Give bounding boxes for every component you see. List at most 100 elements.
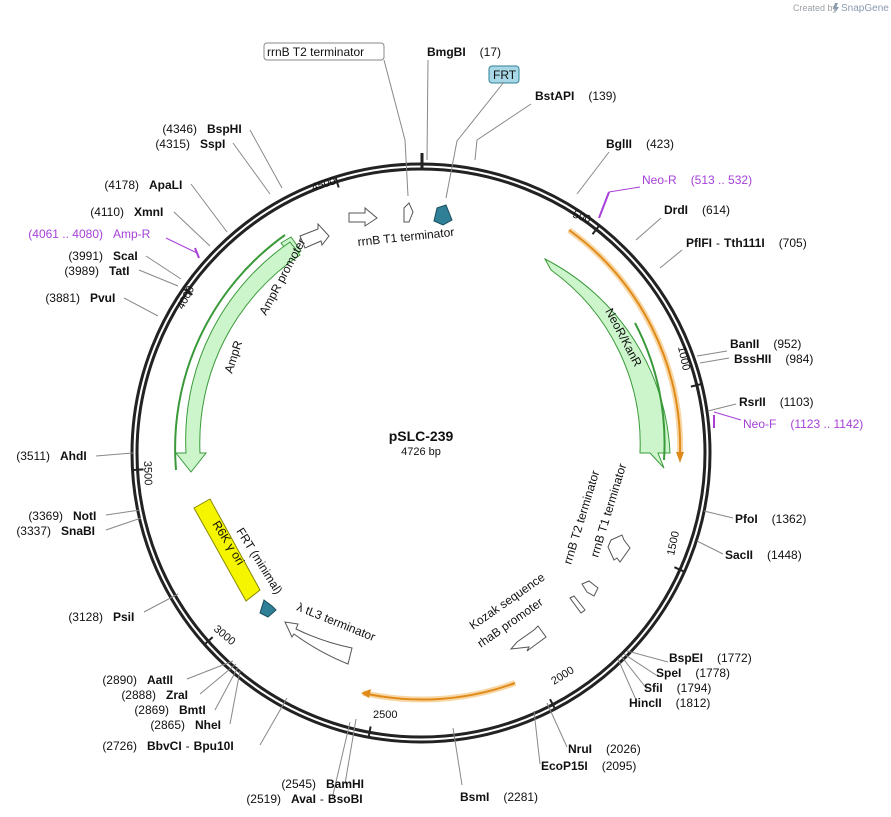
feature-label-frt[interactable]: FRT [493, 68, 517, 82]
tick-mark-1000 [690, 382, 703, 388]
site-drdi[interactable]: DrdI(614) [664, 203, 730, 217]
leader-zrai [199, 663, 237, 695]
site-ahdi[interactable]: AhdI [60, 449, 87, 463]
site-bamhi-pos: (2545) [281, 777, 316, 791]
leader-bsshii [699, 357, 730, 364]
lower-amplicon-arrowhead [361, 689, 371, 698]
tick-mark-4000 [182, 287, 193, 296]
site-scai[interactable]: ScaI [113, 249, 138, 263]
site-bsphi[interactable]: BspHI [207, 122, 242, 136]
primer-neo-f[interactable]: Neo-F(1123 .. 1142) [743, 417, 863, 431]
tick-label-3500: 3500 [141, 461, 154, 486]
site-bstapi[interactable]: BstAPI(139) [535, 89, 616, 103]
site-aatii-pos: (2890) [102, 673, 137, 687]
tick-label-1000: 1000 [675, 345, 692, 371]
leader-bspei [626, 650, 669, 663]
snapgene-credit: Created by SnapGene [793, 3, 889, 14]
leader-hincii [617, 658, 638, 703]
tick-marks [131, 153, 703, 739]
tick-mark-3500 [131, 468, 144, 472]
feature-label-ampr[interactable]: AmpR [222, 339, 246, 375]
leader-bamhi [344, 718, 357, 785]
site-nhei[interactable]: NheI [195, 718, 221, 732]
site-sspi[interactable]: SspI [200, 137, 225, 151]
feature-label-rrnb-t1[interactable]: rrnB T1 terminator [357, 225, 455, 249]
site-rsrii[interactable]: RsrII(1103) [739, 395, 813, 409]
leader-nrui [546, 702, 568, 748]
neo-amplicon-arrow [568, 229, 682, 456]
rrnb-t2-terminator-arrow [403, 202, 414, 223]
tick-mark-3000 [203, 636, 214, 646]
credit-brand: SnapGene [841, 3, 889, 14]
site-pflfi-tth111i[interactable]: PflFI-Tth111I(705) [686, 236, 807, 250]
site-bglii[interactable]: BglII(423) [606, 137, 674, 151]
leader-apali [190, 183, 228, 233]
feature-label-rrnb-t2[interactable]: rrnB T2 terminator [267, 45, 364, 59]
ampr-inner-arrow [174, 234, 286, 471]
leader-tati [138, 269, 179, 287]
primer-neo-r[interactable]: Neo-R(513 .. 532) [642, 173, 752, 187]
site-sacii[interactable]: SacII(1448) [725, 548, 802, 562]
site-apali[interactable]: ApaLI [149, 178, 182, 192]
site-labels: BmgBI(17) BstAPI(139) BglII(423) DrdI(61… [16, 45, 813, 806]
site-ahdi-pos: (3511) [16, 449, 50, 463]
leader-spei [623, 653, 657, 676]
site-sfii[interactable]: SfiI(1794) [644, 681, 711, 695]
leader-ecop15i [533, 710, 541, 765]
site-tati[interactable]: TatI [109, 264, 129, 278]
site-zrai[interactable]: ZraI [166, 688, 188, 702]
leader-amp-r [165, 237, 198, 254]
site-bsmi[interactable]: BsmI(2281) [460, 790, 538, 804]
site-bmti[interactable]: BmtI [179, 703, 206, 717]
leader-neo-f [713, 411, 742, 421]
leader-sacii [696, 540, 724, 555]
frt-arrow-top[interactable] [433, 204, 453, 226]
leader-lines [95, 59, 742, 800]
primer-amp-r-range: (4061 .. 4080) [28, 227, 103, 241]
site-bmgbi[interactable]: BmgBI(17) [427, 45, 501, 59]
leader-ahdi [95, 452, 134, 457]
plasmid-name: pSLC-239 [389, 428, 454, 444]
amp-r-tick [194, 247, 200, 259]
leader-drdi [635, 217, 662, 241]
site-bsphi-pos: (4346) [162, 122, 197, 136]
site-snabi[interactable]: SnaBI [61, 524, 95, 538]
site-ecop15i[interactable]: EcoP15I(2095) [541, 759, 636, 773]
site-noti[interactable]: NotI [73, 509, 96, 523]
leader-noti [105, 509, 141, 516]
leader-aatii [186, 660, 234, 680]
r6k-ori-block[interactable] [193, 498, 261, 602]
leader-bglii [576, 151, 610, 195]
site-aatii[interactable]: AatII [147, 673, 173, 687]
frt-minimal-arrow[interactable] [259, 599, 277, 618]
primer-labels: Neo-R(513 .. 532) Neo-F(1123 .. 1142) (4… [28, 173, 863, 431]
site-bamhi[interactable]: BamHI [326, 777, 364, 791]
tick-mark-2000 [549, 698, 557, 711]
tick-mark-1500 [673, 566, 686, 574]
site-pfoi[interactable]: PfoI(1362) [735, 512, 806, 526]
leader-sspi [232, 142, 271, 195]
site-bsshii[interactable]: BssHII(984) [734, 352, 813, 366]
primer-arcs [174, 227, 684, 703]
tick-label-1500: 1500 [665, 530, 682, 556]
site-hincii[interactable]: HincII(1812) [629, 696, 710, 710]
neor-kanr-arrow[interactable] [543, 257, 671, 469]
site-avai-bsobi[interactable]: AvaI-BsoBI [291, 792, 363, 806]
leader-bsphi [249, 129, 283, 189]
site-pvui[interactable]: PvuI [90, 291, 115, 305]
site-banii[interactable]: BanII(952) [730, 337, 801, 351]
rhab-promoter-arrow [509, 625, 547, 652]
site-bbvci-pos: (2726) [102, 739, 137, 753]
tick-label-4500: 4500 [310, 175, 337, 194]
site-psii[interactable]: PsiI [113, 610, 134, 624]
site-xmni[interactable]: XmnI [134, 205, 163, 219]
site-bspei[interactable]: BspEI(1772) [669, 651, 752, 665]
site-nrui[interactable]: NruI(2026) [568, 742, 641, 756]
ampr-arrow[interactable] [174, 241, 301, 473]
primer-amp-r[interactable]: Amp-R [113, 227, 151, 241]
site-bbvci-bpu10i[interactable]: BbvCI-Bpu10I [147, 739, 234, 753]
site-scai-pos: (3991) [68, 249, 103, 263]
leader-bmti [214, 666, 239, 711]
leader-pfoi [703, 510, 734, 519]
site-spei[interactable]: SpeI(1778) [656, 666, 730, 680]
